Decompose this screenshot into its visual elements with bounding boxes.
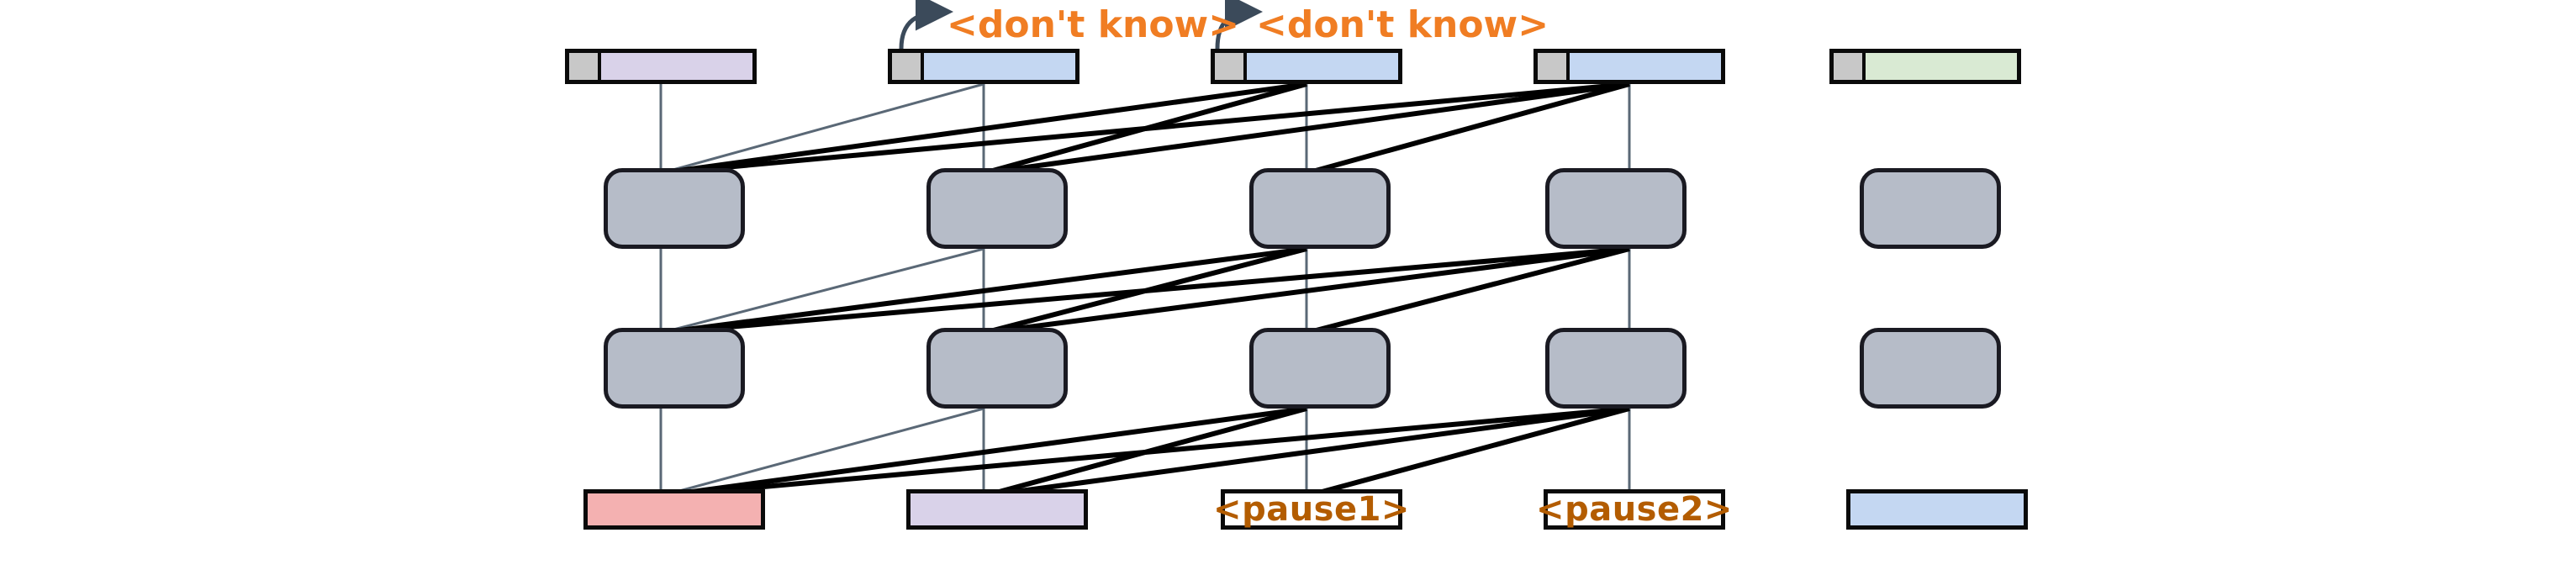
bottom-token-1[interactable]	[583, 489, 765, 530]
bottom-token-4-label: <pause2>	[1536, 490, 1733, 529]
edges-state1-to-state2	[659, 246, 1631, 335]
state-1-1[interactable]	[604, 168, 745, 249]
token-tab-icon	[1215, 53, 1247, 80]
bottom-token-3[interactable]: <pause1>	[1213, 489, 1409, 530]
token-tab-icon	[892, 53, 924, 80]
bottom-token-2[interactable]	[906, 489, 1088, 530]
token-body	[1570, 53, 1721, 80]
state-2-5[interactable]	[1860, 328, 2001, 409]
state-1-5[interactable]	[1860, 168, 2001, 249]
state-2-1[interactable]	[604, 328, 745, 409]
token-body	[601, 53, 752, 80]
token-body	[1247, 53, 1398, 80]
state-1-4[interactable]	[1545, 168, 1687, 249]
annotation-arrow-1	[899, 0, 953, 50]
token-tab-icon	[1538, 53, 1570, 80]
annotation-dont-know-2: <don't know>	[1256, 3, 1549, 46]
state-2-3[interactable]	[1249, 328, 1391, 409]
state-2-4[interactable]	[1545, 328, 1687, 409]
top-token-3[interactable]	[1211, 49, 1402, 84]
top-token-1[interactable]	[565, 49, 757, 84]
state-2-2[interactable]	[926, 328, 1068, 409]
edges-state2-to-bottom	[659, 406, 1631, 499]
annotation-dont-know-1: <don't know>	[947, 3, 1240, 46]
state-1-2[interactable]	[926, 168, 1068, 249]
bottom-token-5[interactable]	[1846, 489, 2028, 530]
bottom-token-3-label: <pause1>	[1213, 490, 1410, 529]
token-tab-icon	[569, 53, 601, 80]
top-token-2[interactable]	[888, 49, 1079, 84]
token-tab-icon	[1834, 53, 1866, 80]
state-1-3[interactable]	[1249, 168, 1391, 249]
token-body	[924, 53, 1075, 80]
token-body	[1866, 53, 2017, 80]
top-token-4[interactable]	[1533, 49, 1725, 84]
bottom-token-4[interactable]: <pause2>	[1536, 489, 1732, 530]
top-token-5[interactable]	[1829, 49, 2021, 84]
edges-row-top-to-state1	[659, 82, 1631, 176]
